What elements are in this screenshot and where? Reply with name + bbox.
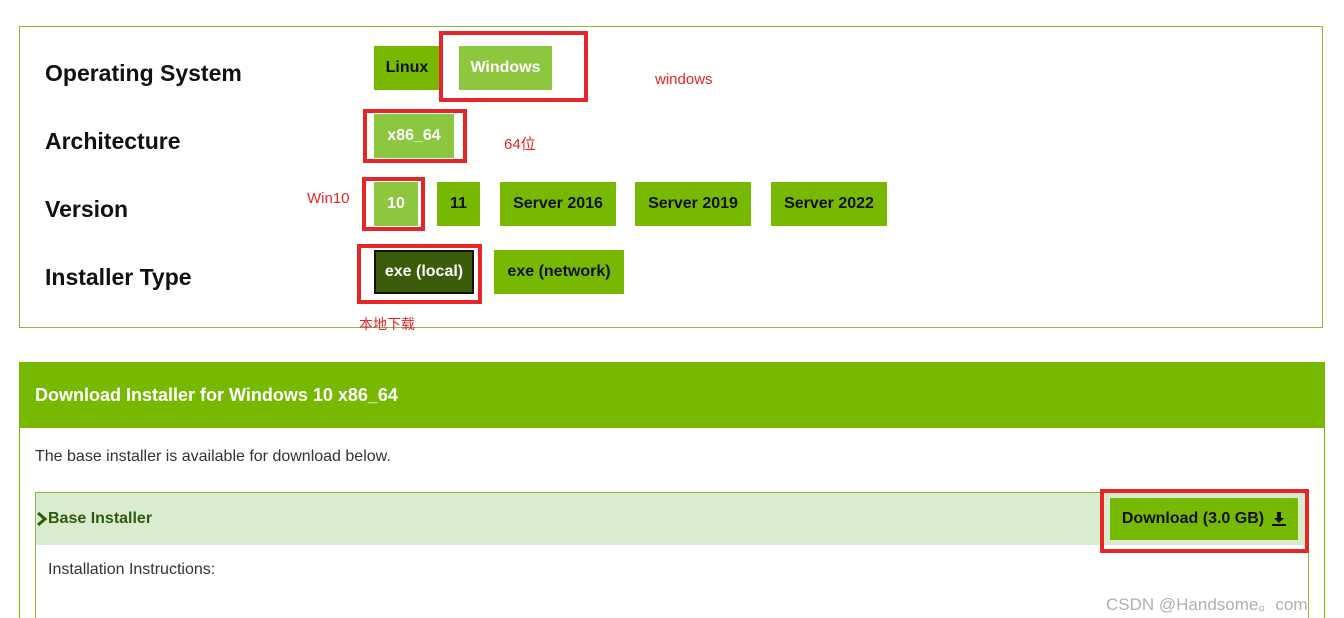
os-option-linux[interactable]: Linux — [374, 46, 440, 90]
installation-instructions-label: Installation Instructions: — [48, 561, 216, 578]
base-installer-label: Base Installer — [48, 510, 153, 527]
version-option-server-2016[interactable]: Server 2016 — [500, 182, 616, 226]
annotation-note-installer: 本地下载 — [359, 316, 415, 332]
row-label-operating-system: Operating System — [45, 60, 242, 86]
download-title: Download Installer for Windows 10 x86_64 — [35, 385, 398, 405]
chevron-right-icon — [37, 511, 48, 527]
download-header — [19, 362, 1325, 428]
download-button[interactable]: Download (3.0 GB) — [1110, 498, 1298, 540]
download-panel — [19, 362, 1325, 618]
version-option-server-2019[interactable]: Server 2019 — [635, 182, 751, 226]
selector-panel — [19, 26, 1323, 328]
download-icon — [1272, 512, 1287, 526]
base-installer-toggle[interactable]: Base Installer — [36, 510, 152, 528]
installer-option-exe-network[interactable]: exe (network) — [494, 250, 624, 294]
version-option-server-2022[interactable]: Server 2022 — [771, 182, 887, 226]
row-label-architecture: Architecture — [45, 128, 181, 154]
watermark: CSDN @Handsome。com — [1106, 595, 1308, 614]
version-option-10[interactable]: 10 — [374, 182, 418, 226]
base-installer-box — [35, 492, 1309, 618]
annotation-note-version: Win10 — [307, 190, 350, 207]
version-option-11[interactable]: 11 — [437, 182, 480, 226]
arch-option-x86-64[interactable]: x86_64 — [374, 114, 454, 158]
os-option-windows[interactable]: Windows — [459, 46, 552, 90]
annotation-note-windows: windows — [655, 71, 713, 88]
download-button-label: Download (3.0 GB) — [1121, 510, 1265, 527]
installer-option-exe-local[interactable]: exe (local) — [374, 250, 474, 294]
base-installer-bar[interactable] — [36, 493, 1308, 545]
row-label-installer-type: Installer Type — [45, 264, 192, 290]
row-label-version: Version — [45, 196, 129, 222]
annotation-note-arch: 64位 — [504, 136, 536, 153]
download-description: The base installer is available for down… — [35, 448, 391, 465]
